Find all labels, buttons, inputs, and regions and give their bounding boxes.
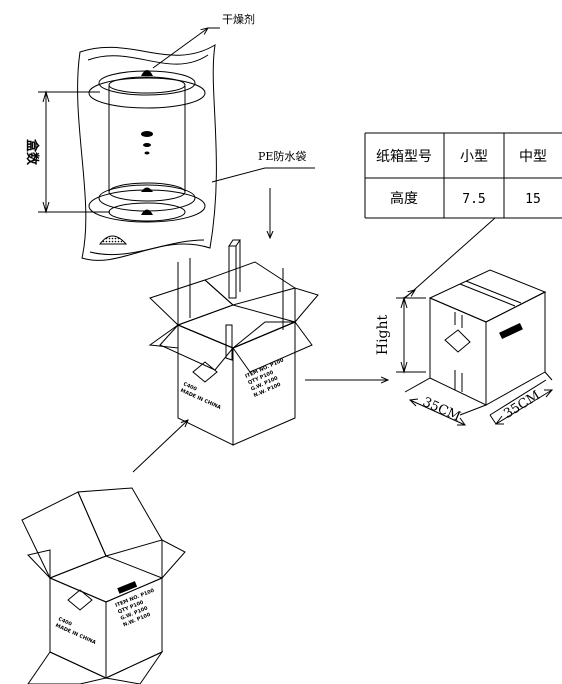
size-table — [364, 132, 562, 219]
quantity-label: 盒数 — [24, 139, 40, 166]
bottom-box-markings: C400 MADE IN CHINA — [54, 616, 96, 646]
table-row-label: 高度 — [390, 190, 418, 207]
table-header-medium: 中型 — [519, 149, 547, 165]
open-box-bottom — [21, 487, 186, 684]
pe-bag — [77, 44, 217, 261]
box-width-left-label: 35CM — [420, 395, 462, 425]
desiccant-marks — [98, 70, 153, 245]
table-leader — [404, 217, 496, 299]
box-height-label: Hight — [375, 314, 391, 355]
svg-text:MADE IN CHINA: MADE IN CHINA — [54, 623, 96, 646]
pe-bag-leader — [211, 167, 266, 183]
box-width-dimensions — [404, 371, 554, 426]
table-value-small: 7.5 — [462, 192, 485, 207]
middle-box-spec: ITEM NO. P100 QTY P100 G.W. P100 N.W. P1… — [244, 357, 285, 399]
desiccant-leader — [152, 28, 208, 69]
box-height-dimension — [396, 290, 426, 374]
bottom-box-spec: ITEM NO. P100 QTY P100 G.W. P100 N.W. P1… — [115, 588, 156, 629]
desiccant-label: 干燥剂 — [222, 12, 255, 26]
pe-bag-label: PE防水袋 — [258, 149, 306, 163]
svg-text:MADE IN CHINA: MADE IN CHINA — [179, 388, 221, 411]
table-header-model: 纸箱型号 — [376, 149, 432, 165]
table-value-medium: 15 — [525, 192, 541, 207]
table-header-small: 小型 — [460, 149, 488, 165]
middle-box-markings: C400 MADE IN CHINA — [179, 381, 221, 411]
svg-text:C400: C400 — [182, 381, 198, 392]
up-arrow — [132, 420, 188, 473]
svg-text:C400: C400 — [57, 616, 73, 627]
bag-height-dimension — [38, 90, 110, 214]
closed-box-right — [428, 269, 547, 406]
open-box-middle — [148, 239, 319, 446]
